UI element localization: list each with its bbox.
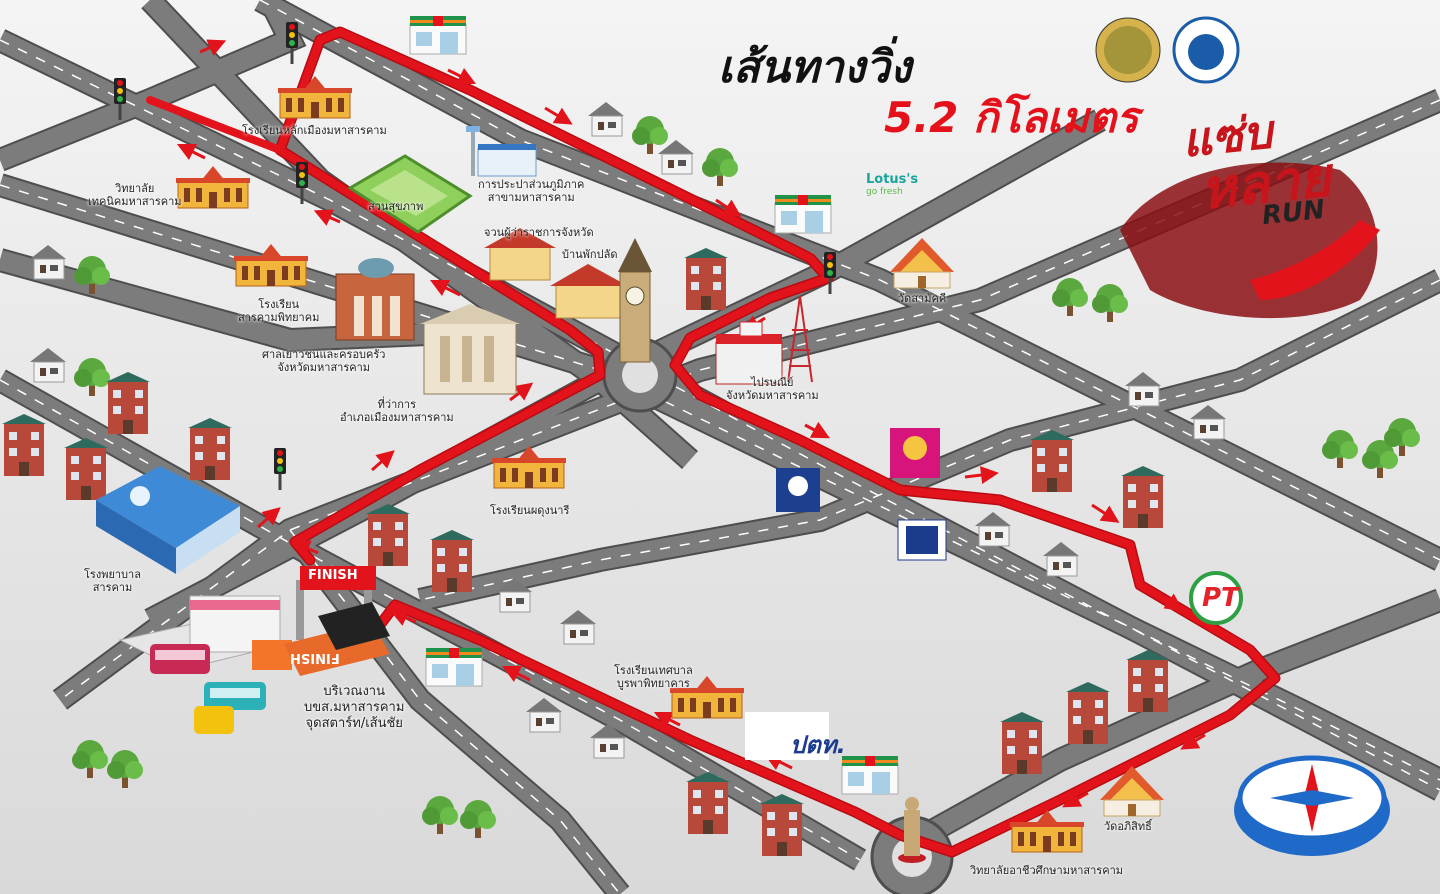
event-logo-splash <box>1120 162 1380 319</box>
label-line: บริเวณงาน <box>323 684 385 699</box>
building-icon <box>1126 650 1170 712</box>
label-hospital: โรงพยาบาล สารคาม <box>84 568 141 594</box>
palat-house-icon <box>550 264 628 319</box>
direction-arrows <box>176 39 1206 808</box>
building-icon <box>188 418 232 480</box>
label-wat-aphisit: วัดอภิสิทธิ์ <box>1104 820 1152 833</box>
distance-title: 5.2 กิโลเมตร <box>884 93 1139 142</box>
governor-house-icon <box>484 228 556 281</box>
ptt-logo: ปตท. <box>790 731 846 759</box>
label-line: โรงเรียน <box>258 298 300 311</box>
label-start-area: บริเวณงาน บขส.มหาสารคาม จุดสตาร์ท/เส้นชั… <box>304 684 404 732</box>
building-icon <box>1121 466 1165 528</box>
label-line: จังหวัดมหาสารคาม <box>277 361 371 374</box>
label-tech-college: วิทยาลัย เทคนิคมหาสารคาม <box>88 182 182 208</box>
building-icon <box>684 248 728 310</box>
label-line: บขส.มหาสารคาม <box>304 700 405 715</box>
label-wat-samakkhi: วัดสามัคคี <box>898 292 947 305</box>
finish-banner-text: FINISH <box>308 568 358 583</box>
gsb-bank-logo <box>890 428 940 478</box>
lotus-logo-sub: go fresh <box>866 187 903 197</box>
compass-icon <box>1234 755 1390 856</box>
label-waterworks: การประปาส่วนภูมิภาค สาขามหาสารคาม <box>478 178 584 204</box>
label-line: ศาลเยาวชนและครอบครัว <box>262 348 386 361</box>
krungthai-bank-logo <box>897 519 947 561</box>
label-line: จังหวัดมหาสารคาม <box>726 389 819 402</box>
label-line: สารคาม <box>92 581 133 594</box>
label-line: สาขามหาสารคาม <box>487 191 575 204</box>
label-post-office: ไปรษณีย์ จังหวัดมหาสารคาม <box>726 376 819 402</box>
seven-eleven-store-icon <box>409 15 467 55</box>
provincial-seal-inner <box>1104 26 1152 74</box>
building-icon <box>1066 682 1110 744</box>
youth-hall-building-icon <box>335 258 415 341</box>
lotus-logo-name: Lotus's <box>866 172 919 187</box>
label-line: เทคนิคมหาสารคาม <box>88 195 182 208</box>
bus-icon <box>150 644 266 734</box>
label-line: บูรพาพิทยาคาร <box>616 677 690 690</box>
label-line: การประปาส่วนภูมิภาค <box>478 178 585 191</box>
map-title: เส้นทางวิ่ง <box>718 42 912 93</box>
building-icon <box>106 372 150 434</box>
label-line: สารคามพิทยาคม <box>238 311 320 324</box>
label-vocational-college: วิทยาลัยอาชีวศึกษามหาสารคาม <box>970 864 1123 877</box>
label-line: วิทยาลัย <box>115 182 155 195</box>
label-school-lakmueang: โรงเรียนหลักเมืองมหาสารคาม <box>242 124 387 137</box>
pt-logo: PT <box>1202 583 1239 613</box>
building-icon <box>1000 712 1044 774</box>
building-icon <box>686 772 730 834</box>
seven-eleven-store-icon <box>425 647 483 687</box>
waterworks-icon <box>466 126 537 177</box>
seven-eleven-store-icon <box>774 194 832 234</box>
label-line: ที่ว่าการ <box>377 398 416 411</box>
label-governor-residence: จวนผู้ว่าราชการจังหวัด <box>484 226 594 239</box>
building-icon <box>2 414 46 476</box>
label-line: จุดสตาร์ท/เส้นชัย <box>305 716 403 731</box>
label-line: โรงพยาบาล <box>84 568 141 581</box>
district-office-building-icon <box>420 304 520 395</box>
building-icon <box>760 794 804 856</box>
finish-mat-text: FINISH <box>290 650 340 665</box>
label-sarakham-pittayakom: โรงเรียน สารคามพิทยาคม <box>238 298 319 324</box>
building-icon <box>1030 430 1074 492</box>
finish-gate-icon <box>284 566 390 676</box>
label-line: โรงเรียนเทศบาล <box>614 664 693 677</box>
label-line: ไปรษณีย์ <box>751 376 794 389</box>
label-youth-hall: ศาลเยาวชนและครอบครัว จังหวัดมหาสารคาม <box>262 348 385 374</box>
park-icon <box>347 154 473 234</box>
tourism-ministry-inner <box>1188 34 1224 70</box>
building-icon <box>430 530 474 592</box>
running-route <box>146 26 1281 858</box>
post-office-icon <box>715 321 783 385</box>
building-icon <box>64 438 108 500</box>
hospital-building-icon <box>96 466 240 574</box>
ptt-logo-box <box>745 712 829 760</box>
label-park: สวนสุขภาพ <box>368 200 424 213</box>
statue-icon <box>898 797 926 863</box>
building-icon <box>366 504 410 566</box>
lotus-logo: Lotus's go fresh <box>866 172 918 197</box>
seven-eleven-store-icon <box>841 755 899 795</box>
label-line: อำเภอเมืองมหาสารคาม <box>340 411 454 424</box>
clock-tower-icon <box>618 238 652 363</box>
label-burapha-school: โรงเรียนเทศบาล บูรพาพิทยาคาร <box>614 664 693 690</box>
label-district-office: ที่ว่าการ อำเภอเมืองมหาสารคาม <box>340 398 454 424</box>
radio-tower-icon <box>787 295 813 383</box>
bangkok-bank-logo <box>776 468 820 512</box>
label-palat-house: บ้านพักปลัด <box>562 248 618 261</box>
pt-logo-box <box>1189 571 1243 625</box>
label-phadungnaree: โรงเรียนผดุงนารี <box>490 504 570 517</box>
